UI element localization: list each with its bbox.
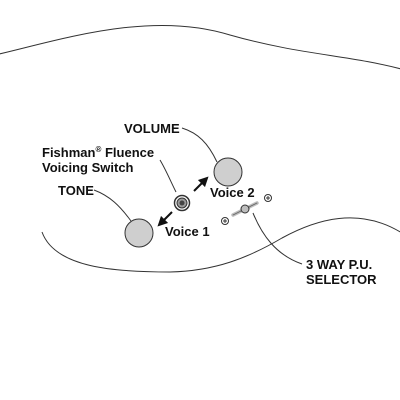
selector-plus-marker-icon (221, 217, 229, 225)
volume-label: VOLUME (124, 121, 180, 136)
fishman-label-line-2: Voicing Switch (42, 160, 134, 175)
pickup-selector-label: 3 WAY P.U. SELECTOR (306, 257, 377, 287)
selector-label-line-2: SELECTOR (306, 272, 377, 287)
volume-leader-line (181, 127, 218, 163)
voicing-switch-icon (173, 194, 191, 212)
fishman-leader-line (159, 159, 177, 193)
fishman-label-line-1: Fishman® Fluence (42, 145, 154, 160)
voice-1-arrow-icon (157, 211, 173, 227)
fishman-brand-text: Fishman (42, 145, 96, 160)
voice-1-label: Voice 1 (165, 224, 210, 239)
registered-mark: ® (95, 145, 102, 154)
fishman-model-text: Fluence (101, 145, 155, 160)
selector-plus-marker-icon (264, 194, 272, 202)
guitar-body-top-outline (0, 24, 400, 70)
tone-label: TONE (58, 183, 94, 198)
voice-2-arrow-icon (193, 176, 209, 192)
fishman-switch-label: Fishman® Fluence Voicing Switch (42, 145, 154, 175)
selector-leader-line (252, 212, 303, 265)
pickup-selector-icon (231, 201, 259, 217)
selector-label-line-1: 3 WAY P.U. (306, 257, 373, 272)
tone-knob-icon (124, 218, 154, 248)
volume-knob-icon (213, 157, 243, 187)
voice-2-label: Voice 2 (210, 185, 255, 200)
guitar-body-lower-outline (41, 217, 400, 273)
tone-leader-line (93, 189, 132, 222)
